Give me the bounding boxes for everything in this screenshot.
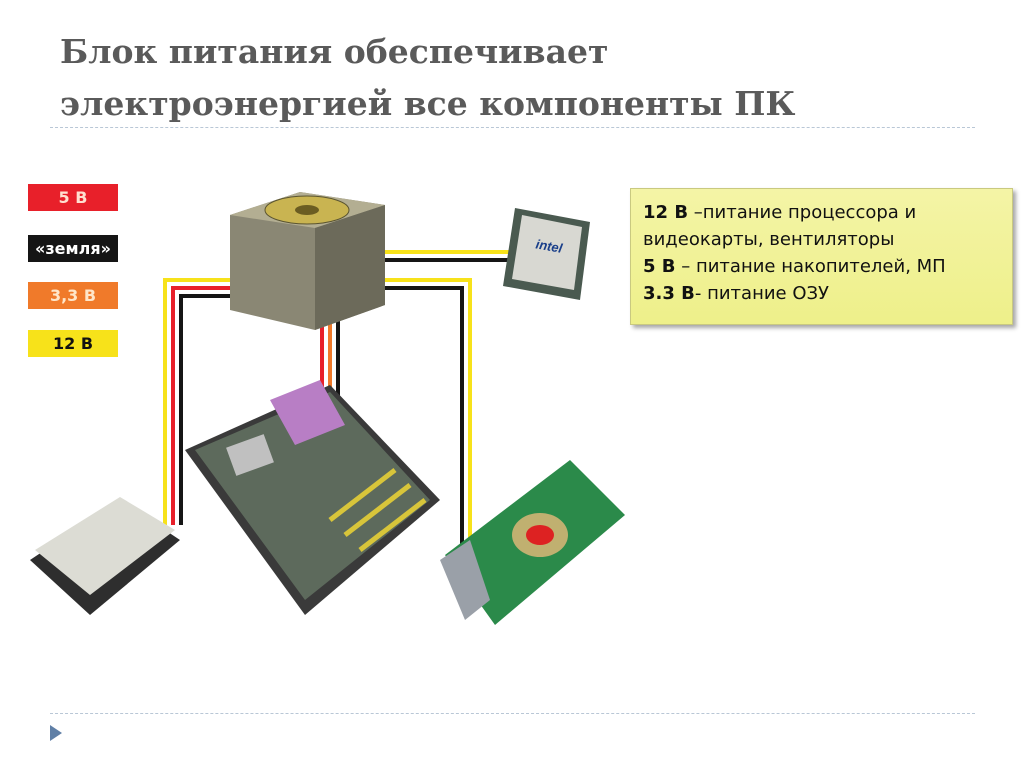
callout-line-12v-text: –питание процессора и [688, 202, 917, 223]
callout-line-3-3v-text: - питание ОЗУ [694, 283, 830, 304]
callout-line-12v-cont-text: видеокарты, вентиляторы [643, 229, 895, 250]
callout-line-5v-label: 5 В [643, 256, 676, 277]
voltage-info-callout: 12 В –питание процессора и видеокарты, в… [630, 188, 1013, 325]
callout-line-3-3v: 3.3 В- питание ОЗУ [643, 280, 1000, 307]
footer-divider [50, 713, 975, 714]
callout-line-5v-text: – питание накопителей, МП [675, 256, 946, 277]
hard-drive-image [30, 497, 180, 615]
legend-12v: 12 В [28, 330, 118, 357]
title-divider [50, 127, 975, 128]
callout-line-12v-cont: видеокарты, вентиляторы [643, 226, 1000, 253]
motherboard-image [185, 380, 440, 615]
title-line-2: электроэнергией все компоненты ПК [60, 84, 796, 123]
power-supply-image [230, 192, 385, 330]
legend-5v: 5 В [28, 184, 118, 211]
callout-line-5v: 5 В – питание накопителей, МП [643, 253, 1000, 280]
callout-line-3-3v-label: 3.3 В [643, 283, 695, 304]
callout-line-12v: 12 В –питание процессора и [643, 199, 1000, 226]
callout-line-12v-label: 12 В [643, 202, 689, 223]
wires [163, 250, 515, 545]
legend-3-3v: 3,3 В [28, 282, 118, 309]
cpu-image: intel [503, 208, 590, 300]
graphics-card-image [440, 460, 625, 625]
slide-title: Блок питания обеспечивает электроэнергие… [60, 26, 960, 130]
title-line-1: Блок питания обеспечивает [60, 32, 609, 71]
next-slide-arrow-icon[interactable] [50, 725, 62, 741]
legend-ground: «земля» [28, 235, 118, 262]
cpu-logo: intel [535, 236, 564, 255]
